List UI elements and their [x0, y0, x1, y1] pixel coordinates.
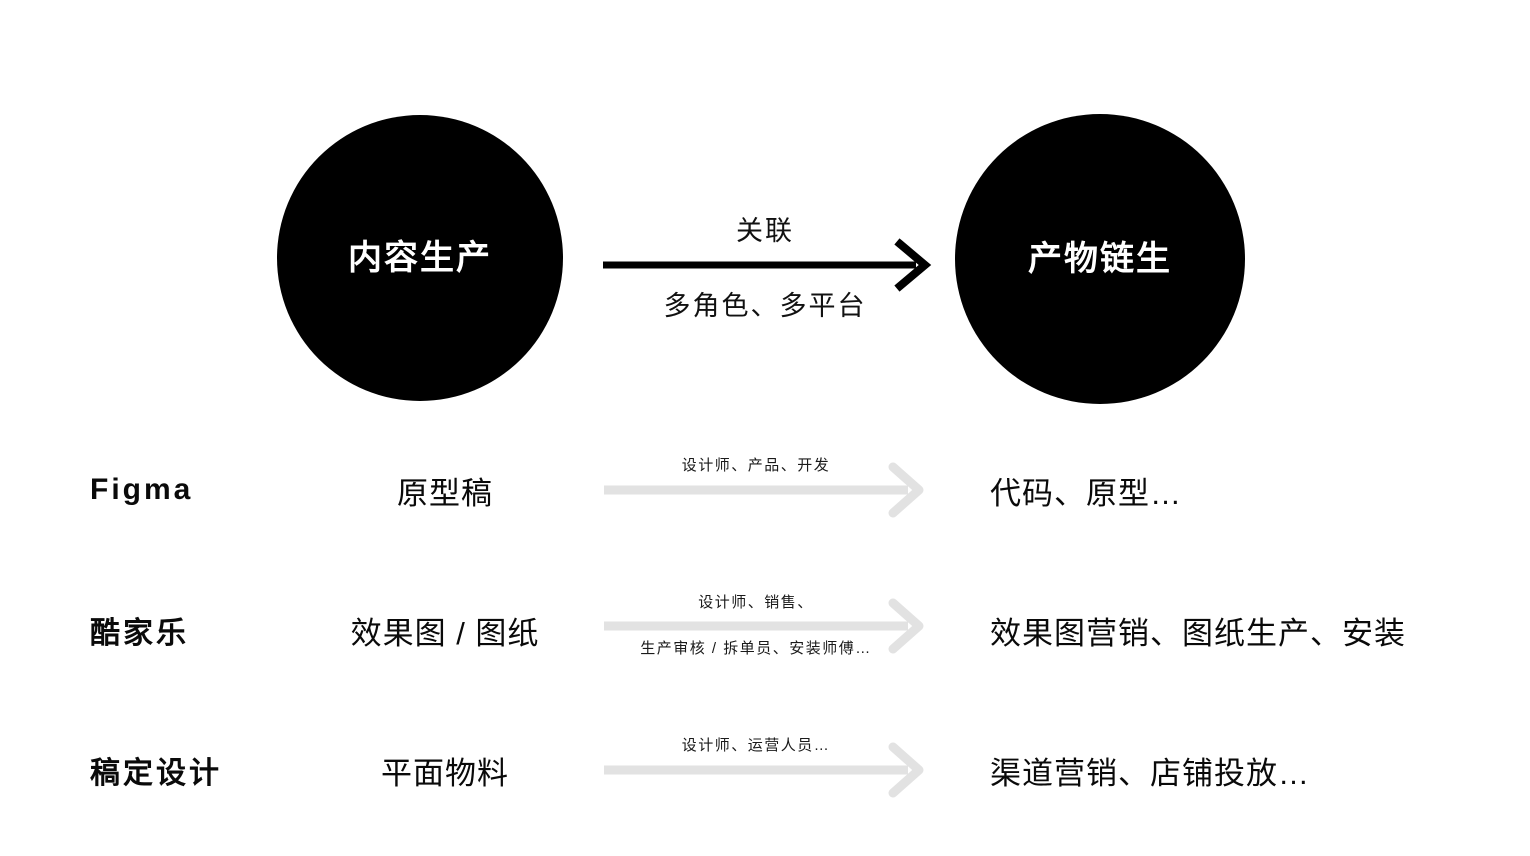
- flow-row: 酷家乐 效果图 / 图纸 设计师、销售、 生产审核 / 拆单员、安装师傅… 效果…: [0, 575, 1530, 685]
- flow-row: 稿定设计 平面物料 设计师、运营人员… 渠道营销、店铺投放…: [0, 715, 1530, 825]
- node-content-production-label: 内容生产: [348, 239, 492, 277]
- row-connector: 设计师、销售、 生产审核 / 拆单员、安装师傅…: [600, 575, 930, 685]
- hero-connector-label-top: 关联: [736, 216, 794, 246]
- row-arrow-icon: [604, 462, 924, 518]
- row-platform-name: 稿定设计: [90, 757, 222, 790]
- row-connector: 设计师、运营人员…: [600, 715, 930, 825]
- row-output-result: 代码、原型…: [990, 475, 1182, 511]
- row-input-artifact: 原型稿: [397, 475, 493, 511]
- node-artifact-chain[interactable]: 产物链生: [955, 114, 1245, 404]
- row-connector-label-bottom: 生产审核 / 拆单员、安装师傅…: [640, 640, 872, 657]
- row-input-artifact: 效果图 / 图纸: [350, 615, 540, 651]
- row-arrow-icon: [604, 598, 924, 654]
- node-content-production[interactable]: 内容生产: [277, 115, 563, 401]
- hero-connector: 关联 多角色、多平台: [600, 196, 932, 336]
- row-platform-name: 酷家乐: [90, 617, 189, 650]
- node-artifact-chain-label: 产物链生: [1028, 240, 1172, 278]
- row-platform-name: Figma: [90, 473, 194, 506]
- row-connector-label-top: 设计师、运营人员…: [681, 737, 831, 754]
- row-connector: 设计师、产品、开发: [600, 435, 930, 545]
- flow-row: Figma 原型稿 设计师、产品、开发 代码、原型…: [0, 435, 1530, 545]
- hero-connector-label-bottom: 多角色、多平台: [663, 291, 867, 321]
- hero-arrow-icon: [603, 238, 932, 292]
- row-arrow-icon: [604, 742, 924, 798]
- row-input-artifact: 平面物料: [381, 755, 509, 791]
- row-connector-label-top: 设计师、销售、: [698, 594, 814, 611]
- row-connector-label-top: 设计师、产品、开发: [681, 457, 831, 474]
- row-output-result: 渠道营销、店铺投放…: [990, 755, 1310, 791]
- row-output-result: 效果图营销、图纸生产、安装: [990, 615, 1406, 651]
